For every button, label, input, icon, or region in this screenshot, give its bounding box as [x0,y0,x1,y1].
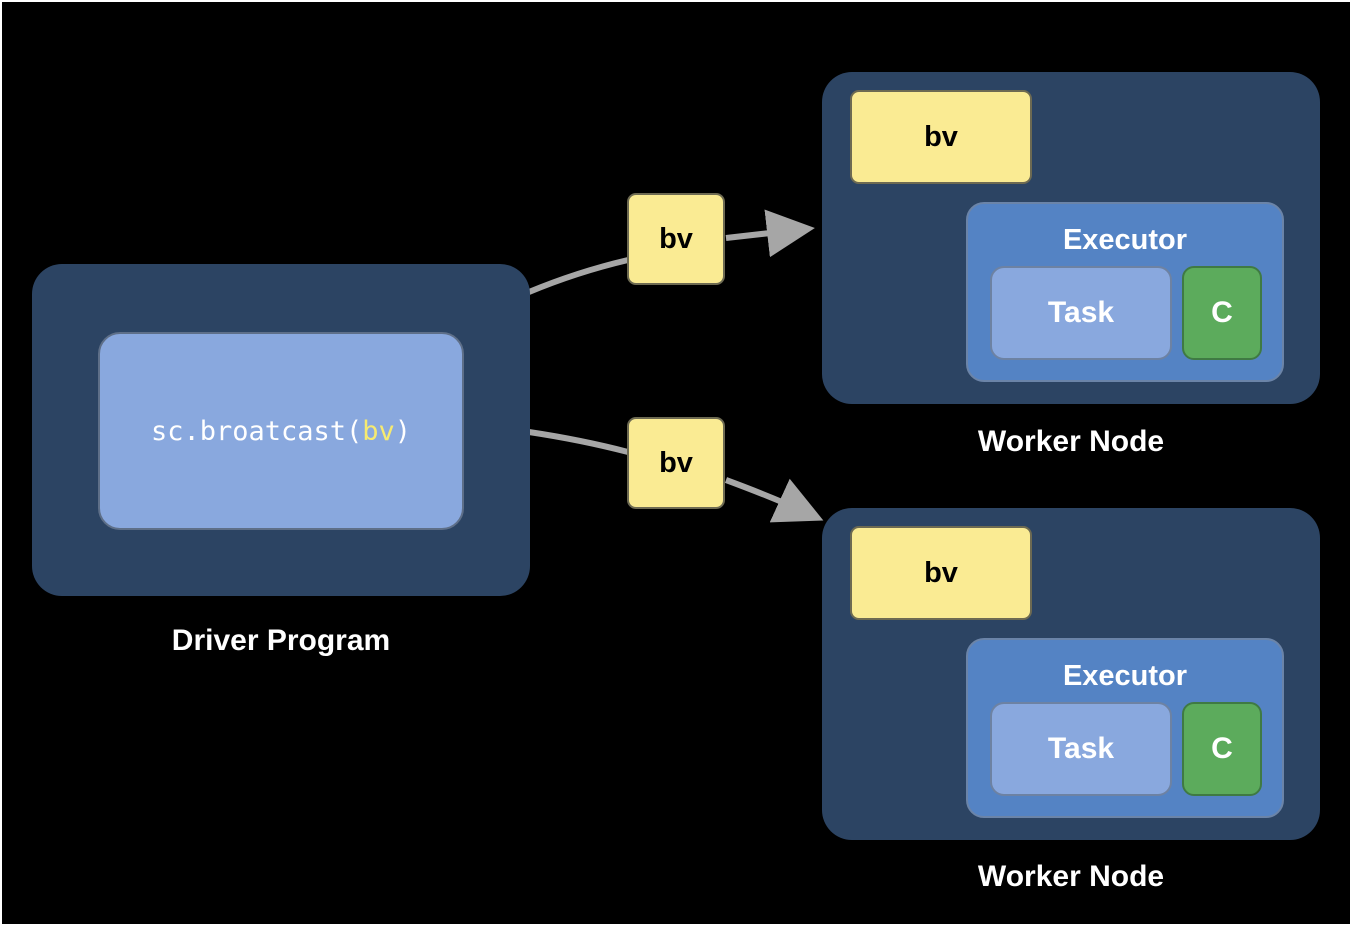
worker-2-bv: bv [850,526,1032,620]
driver-caption: Driver Program [171,624,391,657]
worker-1-caption: Worker Node [977,425,1165,458]
driver-code-panel: sc.broatcast(bv) [98,332,464,530]
worker-2-task: Task [990,702,1172,796]
driver-node: sc.broatcast(bv) [32,264,530,596]
worker-node-1: bv Executor Task C [822,72,1320,404]
code-suffix: ) [394,415,412,447]
worker-1-task: Task [990,266,1172,360]
code-arg: bv [362,415,395,447]
broadcast-arrow-1-segment-a [527,257,629,295]
broadcast-arrow-1-segment-b [725,209,815,258]
worker-1-cache: C [1182,266,1262,360]
worker-1-executor: Executor Task C [966,202,1284,382]
worker-1-executor-label: Executor [1062,224,1188,256]
worker-2-caption: Worker Node [977,860,1165,893]
worker-2-executor-label: Executor [1062,660,1188,692]
worker-2-cache: C [1182,702,1262,796]
transfer-bv-2: bv [627,417,725,509]
broadcast-arrow-2-segment-a [528,429,629,455]
broadcast-code: sc.broatcast(bv) [151,416,411,447]
worker-node-2: bv Executor Task C [822,508,1320,840]
transfer-bv-1: bv [627,193,725,285]
worker-2-executor: Executor Task C [966,638,1284,818]
broadcast-arrow-2-segment-b [724,477,824,523]
worker-1-bv: bv [850,90,1032,184]
code-prefix: sc.broatcast( [150,415,363,447]
